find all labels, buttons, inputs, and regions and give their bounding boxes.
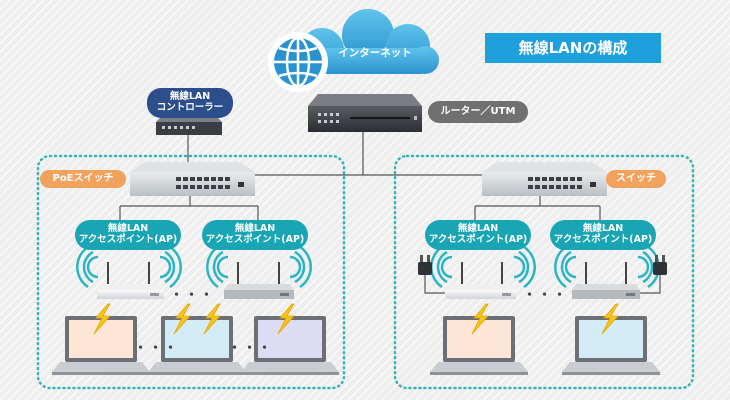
controller-label-line2: コントローラー xyxy=(156,101,224,113)
ap-label-line2: アクセスポイント(AP) xyxy=(78,233,178,245)
poe-switch-device xyxy=(130,162,255,196)
ap-label-line2: アクセスポイント(AP) xyxy=(553,233,653,245)
wifi-signal-icon xyxy=(554,245,578,289)
wifi-signal-icon xyxy=(158,245,182,289)
ap-ellipsis: ・・・ xyxy=(523,288,569,303)
router-device xyxy=(308,94,422,132)
ap-label-2: 無線LAN アクセスポイント(AP) xyxy=(202,220,308,250)
ap-label-line1: 無線LAN xyxy=(457,223,499,234)
ap-label-4: 無線LAN アクセスポイント(AP) xyxy=(550,220,656,250)
wifi-signal-icon xyxy=(430,245,454,289)
laptop-ellipsis: ・・・ xyxy=(134,341,180,356)
wifi-signal-icon xyxy=(76,245,100,289)
ap-label-line1: 無線LAN xyxy=(107,223,149,234)
access-point-2 xyxy=(224,262,294,299)
switch-label: スイッチ xyxy=(606,170,666,188)
controller-label-line1: 無線LAN xyxy=(169,91,211,102)
wifi-signal-icon xyxy=(206,245,230,289)
access-point-1 xyxy=(97,262,164,299)
ap-label-3: 無線LAN アクセスポイント(AP) xyxy=(425,220,531,250)
controller-device xyxy=(156,115,222,135)
globe-icon xyxy=(268,32,328,92)
left-group-border xyxy=(36,154,346,390)
laptop-ellipsis: ・・・ xyxy=(228,341,274,356)
ap-label-line2: アクセスポイント(AP) xyxy=(428,233,528,245)
laptop-5 xyxy=(562,316,660,375)
ap-label-line1: 無線LAN xyxy=(582,223,624,234)
poe-switch-label: PoEスイッチ xyxy=(40,170,126,188)
ap-label-1: 無線LAN アクセスポイント(AP) xyxy=(75,220,181,250)
access-point-4 xyxy=(572,262,640,299)
ap-label-line2: アクセスポイント(AP) xyxy=(205,233,305,245)
right-group-border xyxy=(393,154,695,390)
laptop-3 xyxy=(241,316,339,375)
switch-device xyxy=(482,162,607,196)
ap-ellipsis: ・・・ xyxy=(170,288,216,303)
router-label: ルーター／UTM xyxy=(428,101,528,123)
wifi-signal-icon xyxy=(288,245,312,289)
ap-label-line1: 無線LAN xyxy=(234,223,276,234)
laptop-1 xyxy=(52,316,150,375)
diagram-title: 無線LANの構成 xyxy=(485,33,661,63)
controller-label: 無線LAN コントローラー xyxy=(147,88,233,118)
access-point-3 xyxy=(446,262,516,299)
internet-label: インターネット xyxy=(338,47,412,59)
wifi-signal-icon xyxy=(512,245,536,289)
power-plug-icon xyxy=(418,255,432,275)
power-plug-icon xyxy=(653,255,667,275)
connection-lines xyxy=(119,120,661,294)
